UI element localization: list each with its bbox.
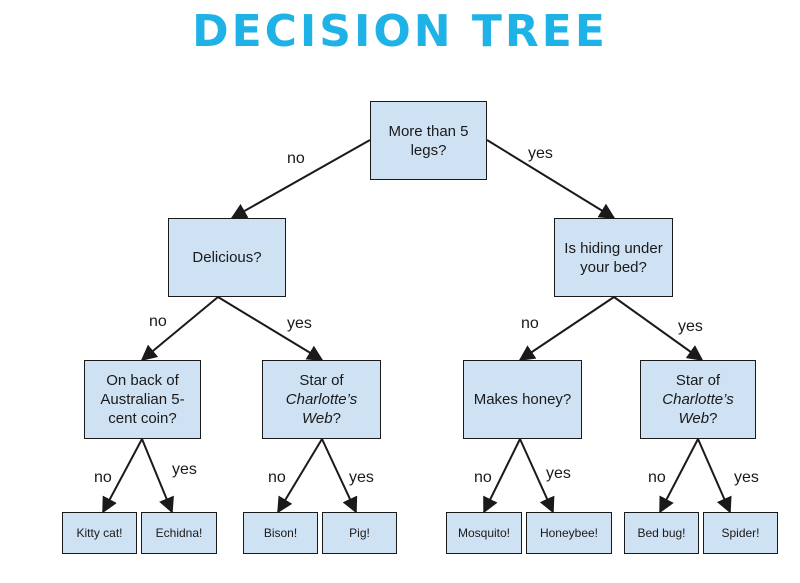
leaf-spider: Spider! [703,512,778,554]
leaf-bed-bug: Bed bug! [624,512,699,554]
leaf-bison: Bison! [243,512,318,554]
leaf-label: Pig! [349,525,370,540]
node-label-title: Charlotte’s Web [662,391,734,427]
node-label: Delicious? [192,249,262,266]
diagram-title: DECISION TREE [192,6,608,57]
node-label-prefix: Star of [675,372,721,389]
leaf-label: Kitty cat! [76,525,123,540]
edge-root-yes [486,139,616,219]
leaf-label: Spider! [721,525,760,540]
edge-australian-no [102,438,143,514]
edge-delicious-yes [217,296,324,361]
edge-charlotte2-no [659,438,699,514]
leaf-label: Honeybee! [539,525,599,540]
edge-label-charlotte1-yes: yes [349,469,374,486]
leaf-echidna: Echidna! [141,512,217,554]
edge-hiding-no [518,296,615,361]
leaf-label: Mosquito! [457,525,511,540]
edge-label-delicious-yes: yes [287,315,312,332]
node-label: Is hiding under your bed? [564,239,663,276]
node-label: Makes honey? [473,391,572,408]
edge-honey-yes [519,438,555,514]
leaf-label: Bison! [263,525,298,540]
edge-charlotte2-yes [697,438,732,514]
node-charlottes-web-2: Star of Charlotte’s Web? [640,360,756,439]
node-more-than-5-legs: More than 5 legs? [370,101,487,180]
node-label-suffix: ? [709,410,718,427]
edge-root-no [230,139,371,219]
edge-label-charlotte2-yes: yes [734,469,759,486]
leaf-pig: Pig! [322,512,397,554]
edge-australian-yes [141,438,174,514]
edge-delicious-no [140,296,219,362]
leaf-honeybee: Honeybee! [526,512,612,554]
edge-label-delicious-no: no [149,313,167,330]
node-label: More than 5 legs? [388,122,469,159]
edge-label-charlotte1-no: no [268,469,286,486]
edge-label-root-yes: yes [528,145,553,162]
node-label: Star of Charlotte’s Web? [653,371,743,428]
node-label: On back of Australian 5-cent coin? [100,372,185,427]
leaf-label: Echidna! [155,525,203,540]
edge-label-australian-yes: yes [172,461,197,478]
edge-label-charlotte2-no: no [648,469,666,486]
edge-label-australian-no: no [94,469,112,486]
node-delicious: Delicious? [168,218,286,297]
edge-label-root-no: no [287,150,305,167]
node-australian-coin: On back of Australian 5-cent coin? [84,360,201,439]
node-charlottes-web-1: Star of Charlotte’s Web? [262,360,381,439]
node-label-title: Charlotte’s Web [285,391,358,427]
edge-hiding-yes [613,296,704,361]
edge-label-hiding-no: no [521,315,539,332]
edge-charlotte1-yes [321,438,358,514]
edge-label-honey-no: no [474,469,492,486]
leaf-label: Bed bug! [637,525,686,540]
node-label-suffix: ? [332,410,341,427]
leaf-kitty-cat: Kitty cat! [62,512,137,554]
node-hiding-under-bed: Is hiding under your bed? [554,218,673,297]
edge-label-honey-yes: yes [546,465,571,482]
node-makes-honey: Makes honey? [463,360,582,439]
edge-charlotte1-no [277,438,323,514]
node-label-prefix: Star of [299,372,344,389]
edge-label-hiding-yes: yes [678,318,703,335]
leaf-mosquito: Mosquito! [446,512,522,554]
node-label: Star of Charlotte’s Web? [275,371,368,428]
edge-honey-no [483,438,521,514]
